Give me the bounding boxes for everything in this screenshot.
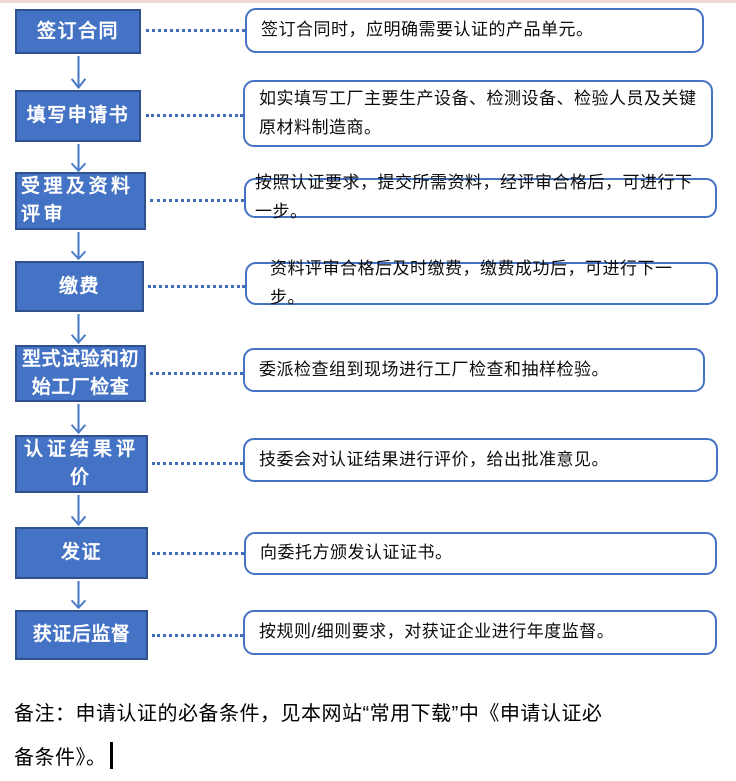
flow-step-4: 缴费 bbox=[15, 261, 144, 312]
dotted-connector-1 bbox=[146, 29, 245, 32]
flow-step-6: 认证结果评 价 bbox=[15, 435, 148, 493]
down-arrow-icon bbox=[70, 404, 87, 434]
flow-step-7-label: 发证 bbox=[60, 542, 102, 564]
flow-description-7: 向委托方颁发认证证书。 bbox=[260, 543, 453, 563]
top-divider bbox=[0, 0, 736, 3]
text-cursor bbox=[109, 742, 113, 769]
flow-description-card-4: 资料评审合格后及时缴费，缴费成功后，可进行下一步。 bbox=[245, 259, 718, 307]
down-arrow-icon bbox=[70, 56, 87, 89]
flow-description-4: 资料评审合格后及时缴费，缴费成功后，可进行下一步。 bbox=[270, 258, 673, 307]
down-arrow-icon bbox=[70, 232, 87, 260]
flow-description-card-6: 技委会对认证结果进行评价，给出批准意见。 bbox=[243, 438, 718, 482]
flow-description-2: 如实填写工厂主要生产设备、检测设备、检验人员及关键原材料制造商。 bbox=[259, 88, 697, 137]
flow-step-2: 填写申请书 bbox=[15, 90, 141, 142]
flow-step-4-label: 缴费 bbox=[58, 275, 100, 297]
dotted-connector-3 bbox=[150, 199, 244, 202]
dotted-connector-2 bbox=[146, 114, 243, 117]
note-text: 备注：申请认证的必备条件，见本网站“常用下载”中《申请认证必 备条件》。 bbox=[14, 692, 720, 780]
flow-description-8: 按规则/细则要求，对获证企业进行年度监督。 bbox=[259, 622, 615, 642]
down-arrow-icon bbox=[70, 144, 87, 172]
flow-step-3-label: 受理及资料 评审 bbox=[21, 176, 134, 225]
down-arrow-icon bbox=[70, 314, 87, 344]
flow-description-card-3: 按照认证要求，提交所需资料，经评审合格后，可进行下一步。 bbox=[244, 173, 717, 221]
flow-description-3: 按照认证要求，提交所需资料，经评审合格后，可进行下一步。 bbox=[255, 173, 693, 221]
flow-description-card-8: 按规则/细则要求，对获证企业进行年度监督。 bbox=[243, 610, 717, 655]
flow-step-1-label: 签订合同 bbox=[36, 20, 119, 42]
flow-description-card-2: 如实填写工厂主要生产设备、检测设备、检验人员及关键原材料制造商。 bbox=[243, 80, 713, 147]
dotted-connector-6 bbox=[152, 462, 243, 465]
dotted-connector-8 bbox=[152, 634, 243, 637]
dotted-connector-4 bbox=[148, 285, 245, 288]
flow-step-7: 发证 bbox=[15, 527, 148, 579]
flow-description-card-7: 向委托方颁发认证证书。 bbox=[244, 532, 717, 575]
note-line-2: 备条件》。 bbox=[14, 736, 720, 780]
down-arrow-icon bbox=[70, 581, 87, 609]
note-line-2-text: 备条件》。 bbox=[14, 747, 107, 769]
flow-step-8-label: 获证后监督 bbox=[32, 624, 131, 646]
flow-step-8: 获证后监督 bbox=[15, 610, 148, 660]
down-arrow-icon bbox=[70, 495, 87, 526]
flow-description-card-5: 委派检查组到现场进行工厂检查和抽样检验。 bbox=[243, 348, 705, 392]
flow-step-5-label: 型式试验和初 始工厂检查 bbox=[21, 348, 139, 398]
flow-step-6-label: 认证结果评 价 bbox=[23, 439, 139, 488]
flow-step-5: 型式试验和初 始工厂检查 bbox=[15, 345, 146, 402]
dotted-connector-5 bbox=[150, 372, 243, 375]
dotted-connector-7 bbox=[152, 552, 244, 555]
flow-step-1: 签订合同 bbox=[15, 9, 141, 54]
flow-step-2-label: 填写申请书 bbox=[26, 105, 130, 127]
flow-description-card-1: 签订合同时，应明确需要认证的产品单元。 bbox=[245, 8, 704, 53]
flow-description-5: 委派检查组到现场进行工厂检查和抽样检验。 bbox=[259, 359, 609, 379]
flow-step-3: 受理及资料 评审 bbox=[15, 172, 146, 230]
flow-description-1: 签订合同时，应明确需要认证的产品单元。 bbox=[261, 20, 594, 40]
flow-description-6: 技委会对认证结果进行评价，给出批准意见。 bbox=[259, 449, 609, 469]
note-line-1: 备注：申请认证的必备条件，见本网站“常用下载”中《申请认证必 bbox=[14, 703, 603, 725]
